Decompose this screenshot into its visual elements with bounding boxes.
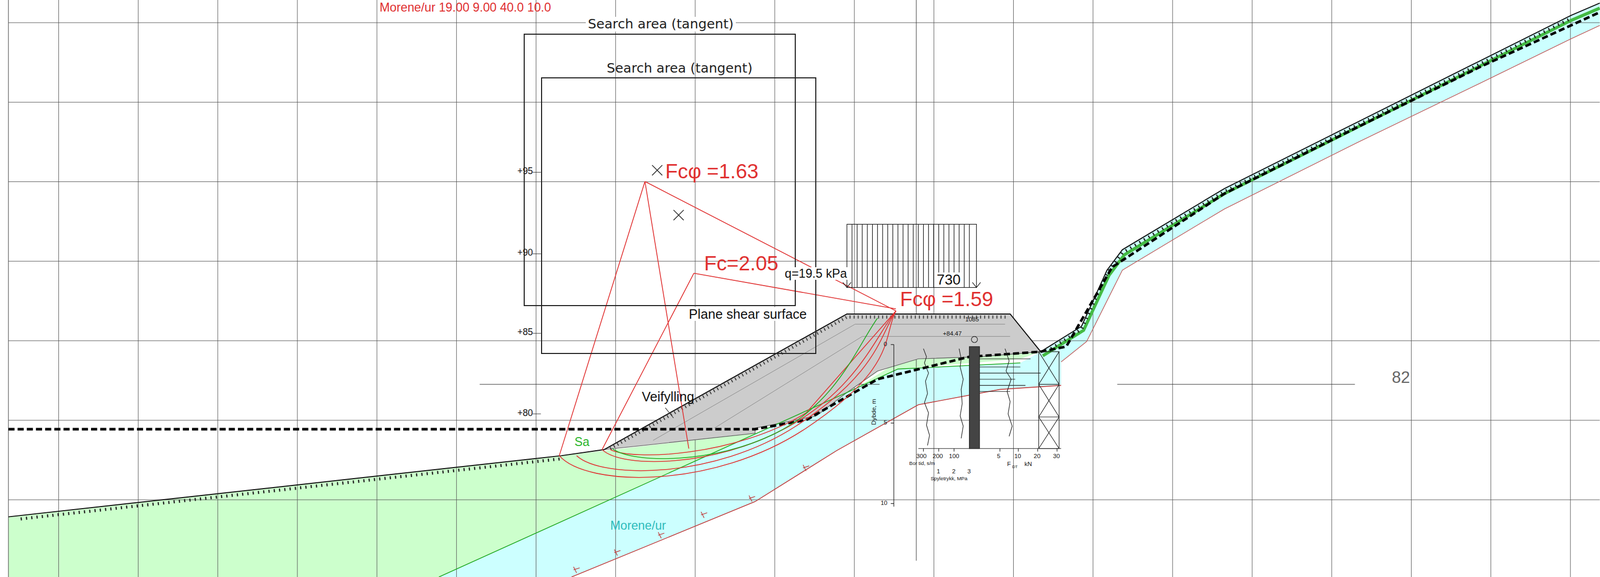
search-area-heading: Search area (tangent) bbox=[585, 16, 736, 32]
drawing-label: Sa bbox=[574, 435, 590, 449]
drawing-label: +84.47 bbox=[942, 330, 962, 337]
drawing-label: Fcφ =1.59 bbox=[900, 288, 994, 311]
drawing-label: 30 bbox=[1053, 453, 1060, 460]
drawing-label: +80 bbox=[517, 408, 534, 418]
drawing-label: Spyletrykk, MPa bbox=[930, 476, 968, 482]
drawing-label: +85 bbox=[517, 327, 534, 337]
level-ticks bbox=[532, 172, 542, 415]
drawing-label: 5 bbox=[883, 419, 887, 426]
terrain-surface bbox=[8, 3, 1600, 518]
sand-moraine-boundary bbox=[438, 363, 1021, 577]
hillside-bedrock bbox=[1061, 25, 1600, 363]
drawing-label: Veifylling bbox=[641, 390, 694, 404]
slip-surfaces bbox=[559, 181, 897, 478]
drawing-label: Fcφ =1.63 bbox=[665, 161, 759, 183]
terrain-hatching bbox=[20, 18, 1572, 520]
drawing-label: +95 bbox=[517, 166, 534, 176]
hillside-topsoil bbox=[1042, 8, 1600, 357]
drawing-label: 82 bbox=[1391, 369, 1410, 387]
drawing-label: 200 bbox=[932, 453, 943, 460]
drawing-label: 3 bbox=[967, 468, 971, 475]
drawing-label: DT bbox=[1012, 465, 1018, 470]
drawing-label: 10 bbox=[880, 500, 888, 507]
grid bbox=[8, 0, 1600, 577]
drawing-label: 1085 bbox=[965, 316, 979, 323]
drawing-label: +90 bbox=[517, 247, 534, 258]
dashed-line bbox=[8, 12, 1600, 430]
fill-layers bbox=[653, 324, 1010, 441]
section-line bbox=[915, 0, 917, 562]
bedrock-ticks bbox=[573, 465, 810, 574]
drawing-label: Plane shear surface bbox=[687, 307, 808, 322]
frame-line bbox=[7, 0, 9, 577]
borehole-log bbox=[890, 336, 1062, 508]
drawing-label: 5 bbox=[996, 453, 1000, 460]
drawing-label: Morene/ur 19.00 9.00 40.0 10.0 bbox=[379, 1, 552, 14]
drawing-label: 10 bbox=[1014, 453, 1022, 460]
veifylling-leader bbox=[665, 407, 674, 418]
level-lines bbox=[479, 384, 1355, 385]
drawing-label: 100 bbox=[948, 453, 959, 460]
drawing-label: F bbox=[1007, 461, 1012, 468]
critical-surface bbox=[612, 318, 878, 459]
drawing-label: 730 bbox=[935, 272, 962, 288]
drawing-label: Dybde, m bbox=[870, 399, 877, 426]
drawing-label: Morene/ur bbox=[610, 519, 666, 533]
drawing-label: 1 bbox=[936, 468, 940, 475]
drawing-label: q=19.5 kPa bbox=[783, 267, 848, 280]
drawing-label: 0 bbox=[883, 341, 887, 348]
drawing-label: 300 bbox=[916, 453, 927, 460]
drawing-label: 2 bbox=[952, 468, 956, 475]
drawing-label: kN bbox=[1024, 461, 1033, 468]
drawing-label: Bor tid, s/m bbox=[908, 461, 935, 467]
drawing-label: Fc=2.05 bbox=[704, 253, 779, 275]
search-area-heading: Search area (tangent) bbox=[604, 61, 755, 76]
traffic-load bbox=[842, 224, 981, 288]
drawing-label: 20 bbox=[1033, 453, 1041, 460]
